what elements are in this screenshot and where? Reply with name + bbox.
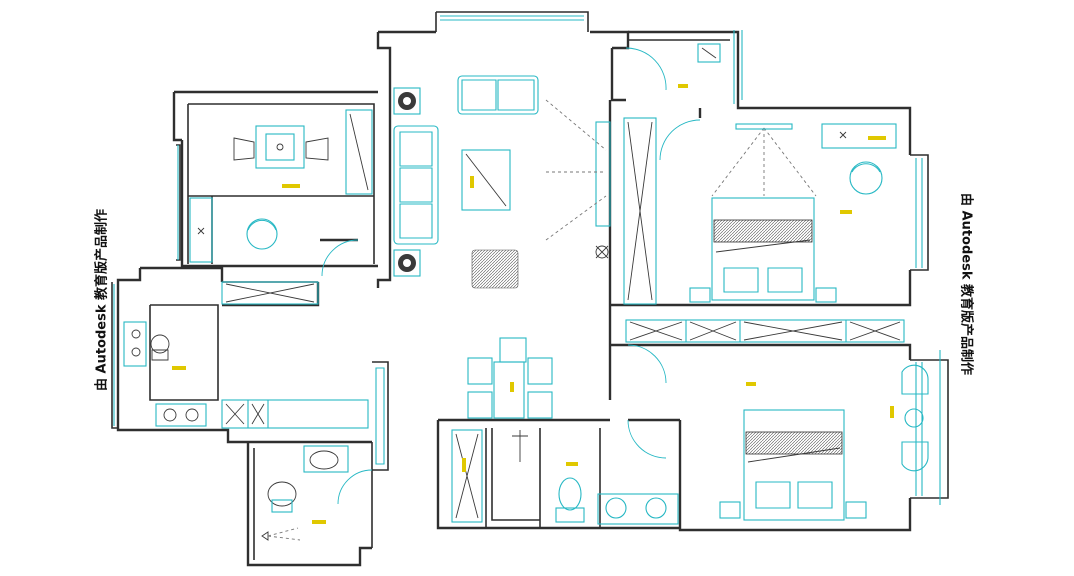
- watermark-left: 由 Autodesk 教育版产品制作: [94, 208, 110, 392]
- speaker-top: [393, 87, 421, 115]
- storage-top: [697, 43, 721, 63]
- study: [189, 109, 373, 263]
- dining: [467, 337, 553, 419]
- bathroom-left: [261, 445, 349, 541]
- bedroom-1: [689, 123, 897, 303]
- bathroom-center: [451, 429, 679, 525]
- walls: [111, 11, 949, 567]
- watermark-right: 由 Autodesk 教育版产品制作: [958, 192, 974, 376]
- bedroom-2: [719, 364, 929, 521]
- kitchen: [123, 281, 369, 429]
- speaker-bottom: [393, 249, 421, 277]
- living-room: [393, 75, 657, 305]
- doors: [321, 47, 701, 505]
- wardrobe-strip: [625, 319, 905, 343]
- room-labels: [172, 84, 894, 524]
